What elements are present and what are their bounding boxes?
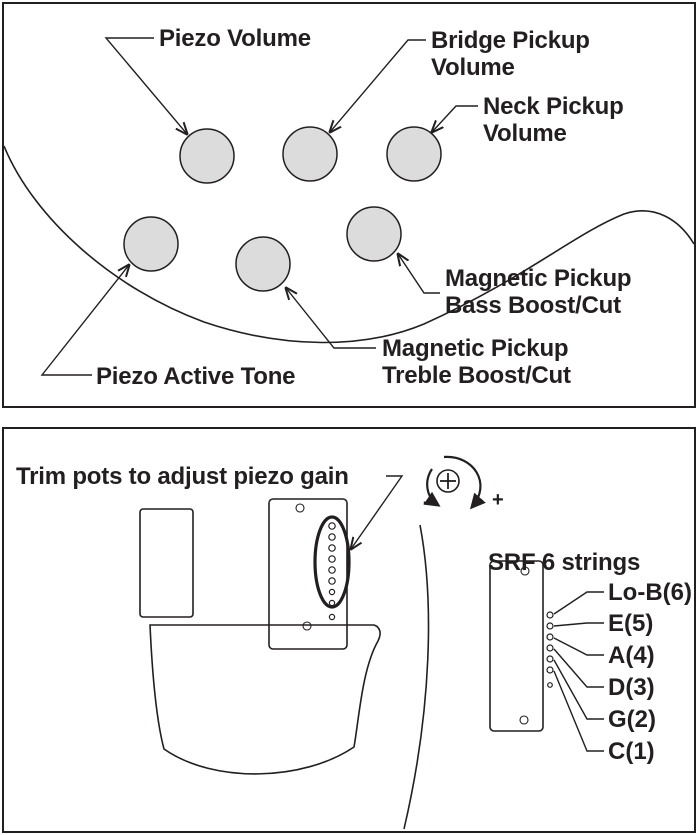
srf-trim-pot (546, 644, 554, 652)
magnetic-bass-knob (346, 206, 402, 262)
magnetic-treble-leader (286, 288, 376, 349)
bridge-pickup-volume-line1: Bridge Pickup (431, 27, 590, 54)
srf-trim-pot (546, 622, 554, 630)
control-layout-panel: Piezo Volume Bridge Pickup Volume Neck P… (2, 2, 696, 408)
trim-pot (328, 533, 336, 541)
board-screw-top (295, 503, 305, 513)
bridge-pickup-leader (330, 39, 426, 132)
magnetic-treble-line1: Magnetic Pickup (382, 335, 569, 362)
trim-pot-highlight-ellipse (313, 515, 351, 609)
magnetic-treble-line2: Treble Boost/Cut (382, 362, 571, 389)
srf-screw-top (520, 566, 530, 576)
rotation-indicator (423, 455, 486, 510)
magnetic-bass-label: Magnetic Pickup Bass Boost/Cut (445, 265, 632, 319)
srf-trim-pot (546, 666, 554, 674)
string-2-leader (553, 659, 604, 720)
srf-trim-pot-group (546, 611, 554, 688)
string-label-3: D(3) (608, 674, 655, 701)
neck-pickup-volume-label: Neck Pickup Volume (483, 93, 624, 147)
magnetic-bass-line2: Bass Boost/Cut (445, 292, 621, 319)
string-label-1: C(1) (608, 738, 655, 765)
piezo-tone-leader (40, 265, 129, 376)
trim-pot (328, 555, 336, 563)
body-edge-curve (403, 524, 430, 830)
piezo-active-tone-knob (123, 216, 179, 272)
string-label-5: E(5) (608, 610, 654, 637)
string-3-leader (553, 648, 604, 688)
bridge-pickup-volume-line2: Volume (431, 54, 515, 81)
trim-pot-small (328, 588, 336, 596)
bridge-base-outline (149, 624, 381, 775)
bridge-pickup-volume-knob (282, 126, 338, 182)
trim-pot-panel: Trim pots to adjust piezo gain - + SRF 6… (2, 427, 696, 833)
trim-pot (328, 566, 336, 574)
piezo-volume-label: Piezo Volume (159, 25, 311, 52)
trim-pot-small (328, 599, 336, 607)
trim-pot (328, 522, 336, 530)
srf-trim-pot (546, 655, 554, 663)
magnetic-bass-line1: Magnetic Pickup (445, 265, 632, 292)
piezo-active-tone-label: Piezo Active Tone (96, 363, 296, 390)
string-1-leader (553, 670, 604, 752)
rotate-arrow-left-icon (423, 468, 441, 507)
neck-pickup-leader (432, 105, 478, 132)
trim-pot-small (328, 613, 336, 621)
trim-pots-leader (351, 475, 404, 549)
neck-pickup-volume-line1: Neck Pickup (483, 93, 624, 120)
string-label-4: A(4) (608, 642, 655, 669)
piezo-volume-leader (104, 37, 187, 134)
trim-pot (328, 577, 336, 585)
srf-trim-pot (546, 611, 554, 619)
string-label-6: Lo-B(6) (608, 579, 692, 606)
neck-pickup-volume-knob (386, 126, 442, 182)
body-outline-curve (4, 145, 694, 344)
rotate-arrow-right-icon (443, 455, 486, 510)
neck-pickup-outline (139, 508, 194, 618)
srf-trim-pot-small (547, 682, 553, 688)
neck-pickup-volume-line2: Volume (483, 120, 567, 147)
trim-pot-drawing (139, 455, 604, 830)
string-6-leader (553, 591, 604, 615)
string-label-2: G(2) (608, 706, 656, 733)
srf-title: SRF 6 strings (488, 549, 641, 576)
rotate-plus-label: + (492, 489, 504, 511)
board-screw-bottom (302, 621, 312, 631)
srf-board-outline (489, 560, 544, 732)
magnetic-treble-knob (235, 236, 291, 292)
string-4-leader (553, 637, 604, 656)
control-layout-drawing (4, 37, 694, 376)
magnetic-bass-leader (398, 254, 440, 294)
srf-screw-bottom (519, 715, 529, 725)
trim-pot (328, 544, 336, 552)
trim-pots-label: Trim pots to adjust piezo gain (16, 463, 349, 490)
magnetic-treble-label: Magnetic Pickup Treble Boost/Cut (382, 335, 571, 389)
string-5-leader (553, 622, 604, 627)
srf-trim-pot (546, 633, 554, 641)
piezo-volume-knob (179, 128, 235, 184)
bridge-pickup-volume-label: Bridge Pickup Volume (431, 27, 590, 81)
trim-pot-group (328, 522, 336, 621)
rotate-minus-label: - (423, 491, 430, 513)
